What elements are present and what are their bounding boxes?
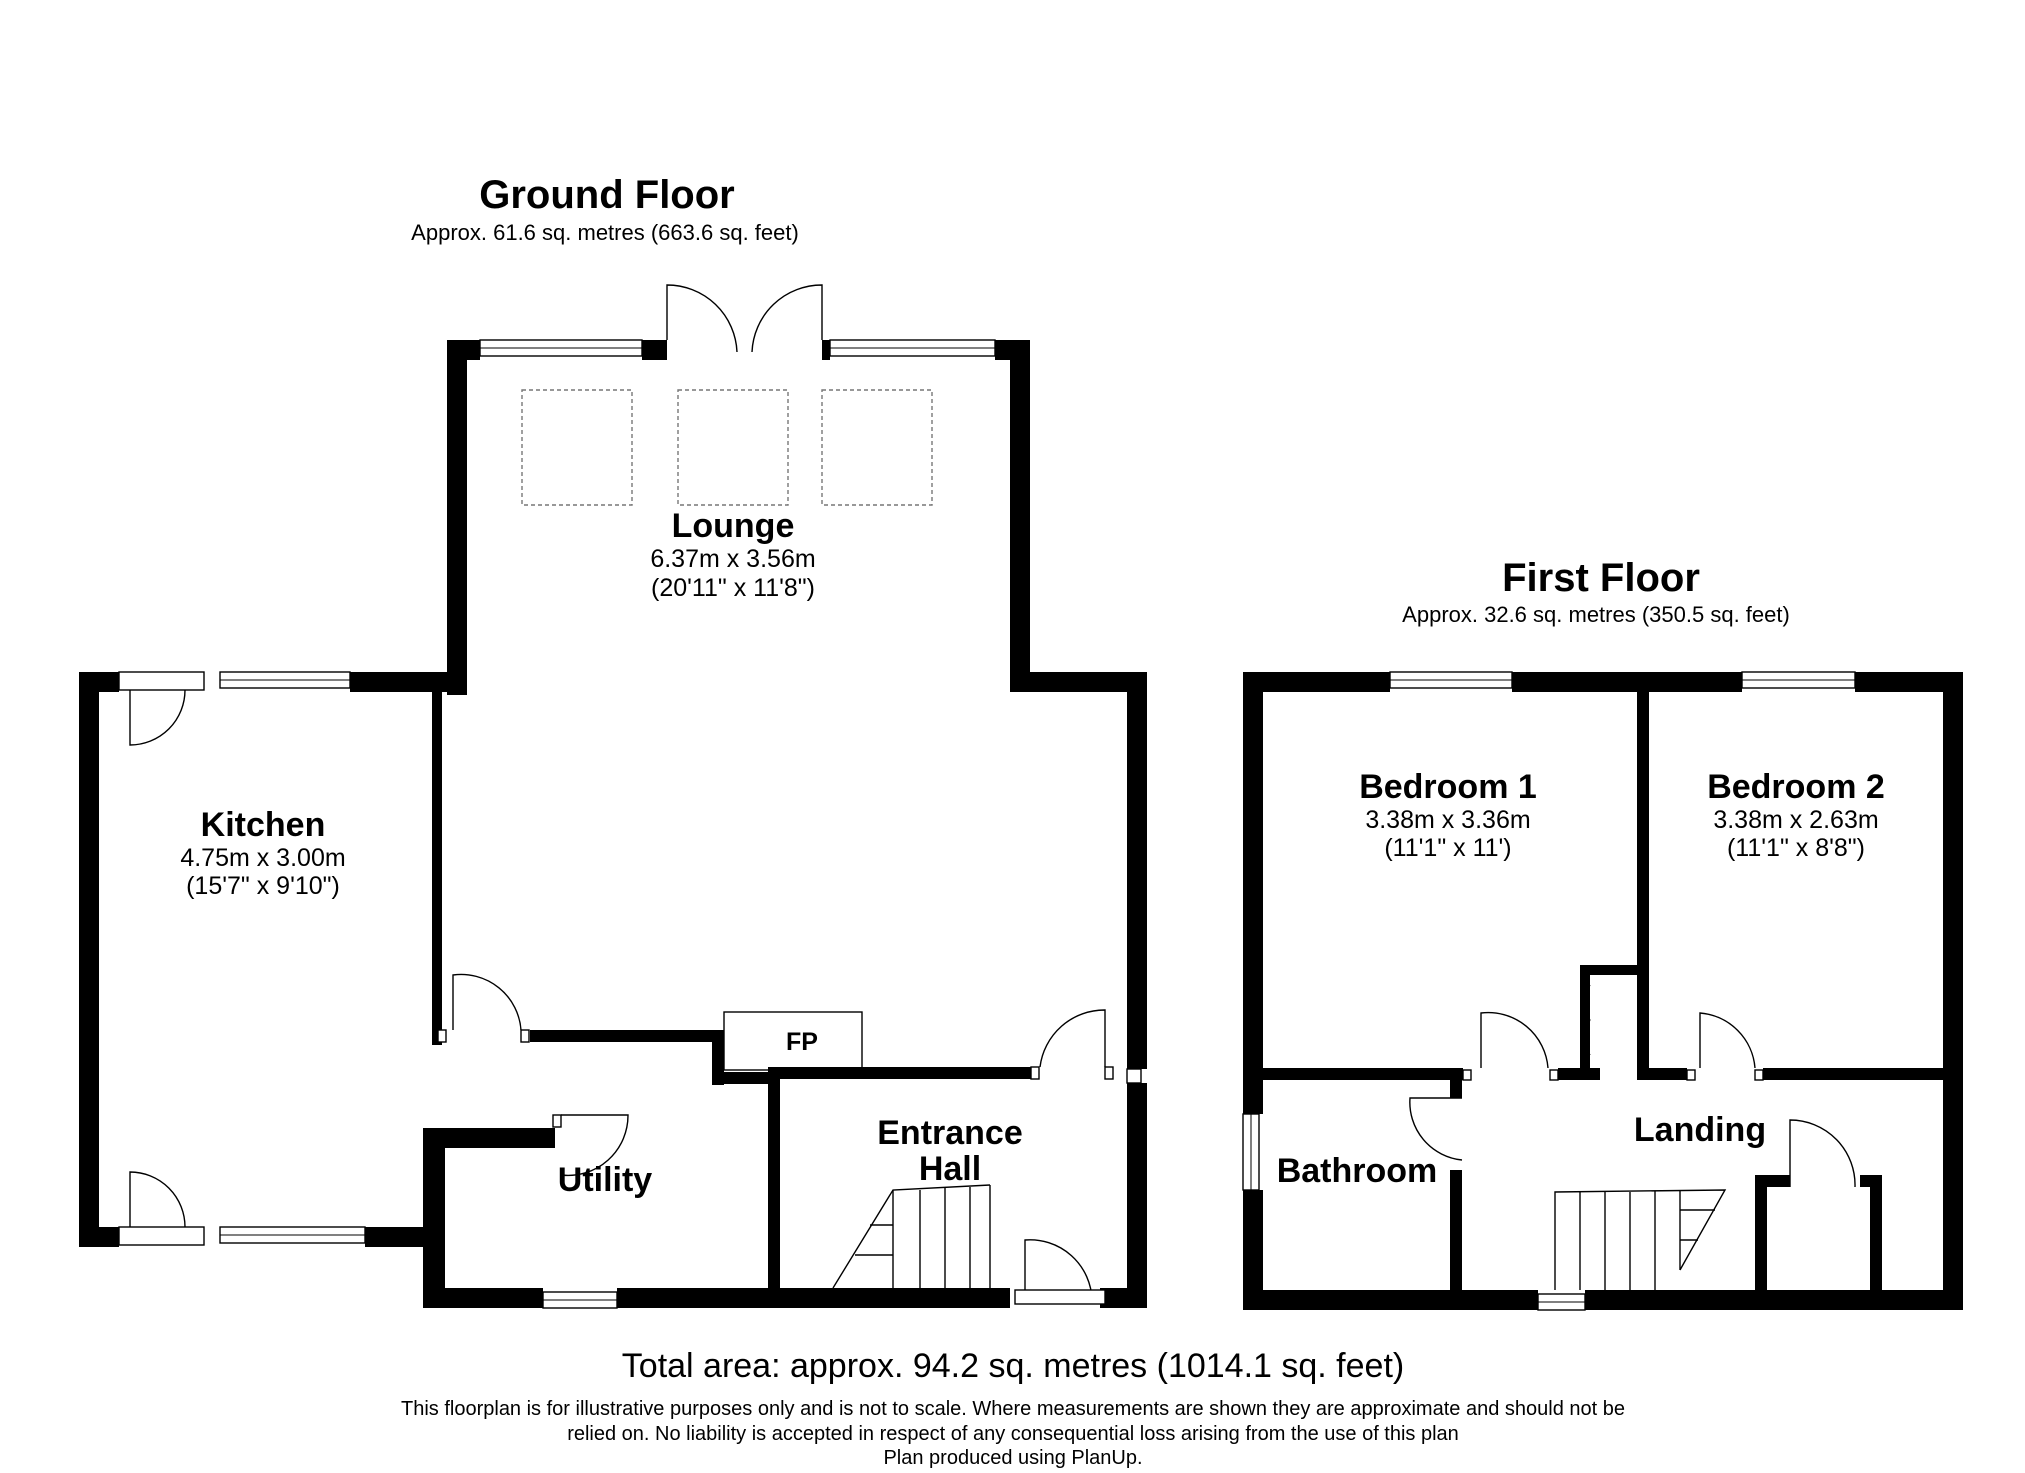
bedroom1-imperial: (11'1" x 11'): [1384, 834, 1511, 862]
bedroom1-name: Bedroom 1: [1359, 768, 1537, 806]
utility-name: Utility: [558, 1161, 653, 1199]
bedroom1-metric: 3.38m x 3.36m: [1365, 806, 1530, 834]
bedroom2-metric: 3.38m x 2.63m: [1713, 806, 1878, 834]
disclaimer-line2: relied on. No liability is accepted in r…: [567, 1423, 1459, 1445]
first-floor-area: Approx. 32.6 sq. metres (350.5 sq. feet): [1402, 602, 1790, 627]
entrance-hall-line2: Hall: [919, 1150, 981, 1188]
ground-floor-title: Ground Floor: [479, 173, 735, 217]
first-floor-walls: [1243, 672, 1963, 1310]
first-floor-doors: [1409, 984, 1856, 1188]
kitchen-name: Kitchen: [201, 806, 326, 844]
bedroom2-imperial: (11'1" x 8'8"): [1727, 834, 1865, 862]
disclaimer-line1: This floorplan is for illustrative purpo…: [401, 1398, 1625, 1420]
fireplace-label: FP: [786, 1028, 818, 1056]
bedroom2-name: Bedroom 2: [1707, 768, 1885, 806]
landing-name: Landing: [1634, 1111, 1766, 1149]
ground-floor-doors: [129, 284, 1142, 1305]
first-floor-stairs-icon: [1554, 1189, 1727, 1290]
plan-credit: Plan produced using PlanUp.: [883, 1447, 1142, 1469]
bathroom-name: Bathroom: [1277, 1152, 1438, 1190]
ground-floor-area: Approx. 61.6 sq. metres (663.6 sq. feet): [411, 220, 799, 245]
total-area: Total area: approx. 94.2 sq. metres (101…: [622, 1347, 1404, 1385]
entrance-hall-line1: Entrance: [877, 1114, 1023, 1152]
fireplace-box: [723, 1011, 863, 1071]
lounge-metric: 6.37m x 3.56m: [650, 545, 815, 573]
lounge-dashed-outlines: [521, 389, 933, 506]
first-floor-title: First Floor: [1502, 556, 1700, 600]
ground-floor-stairs-icon: [832, 1184, 991, 1289]
ground-floor-windows: [118, 339, 996, 1309]
first-floor-windows: [1242, 671, 1856, 1311]
lounge-imperial: (20'11" x 11'8"): [651, 574, 815, 602]
kitchen-metric: 4.75m x 3.00m: [180, 844, 345, 872]
kitchen-imperial: (15'7" x 9'10"): [186, 872, 340, 900]
lounge-name: Lounge: [672, 507, 795, 545]
